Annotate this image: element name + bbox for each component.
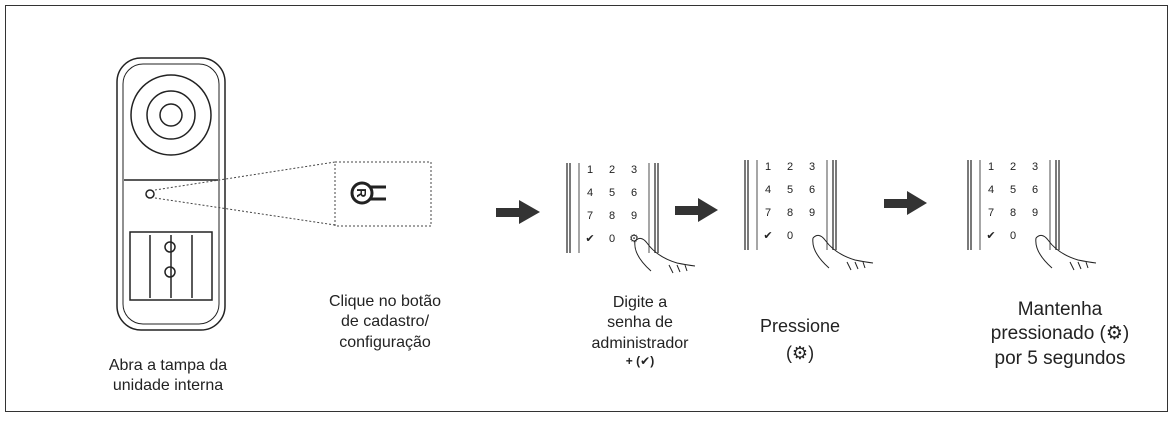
- finger-icon: [812, 234, 874, 271]
- keypad-key: 0: [787, 230, 793, 242]
- keypad-illustration: 1 2 3 4 5 6 7 8 9 ✔ 0 ⚙: [566, 163, 696, 274]
- keypad-key: 8: [787, 207, 793, 219]
- keypad-key: 5: [609, 187, 615, 199]
- keypad-key: 5: [1010, 184, 1016, 196]
- diagram-frame: [5, 5, 1168, 412]
- keypad-key: 3: [631, 164, 637, 176]
- keypad-key: 6: [631, 187, 637, 199]
- keypad-key: 7: [988, 207, 994, 219]
- keypad-key: 5: [787, 184, 793, 196]
- keypad-key: 6: [1032, 184, 1038, 196]
- keypad-key: 9: [809, 207, 815, 219]
- keypad-key: ✔: [986, 230, 995, 242]
- keypad-key: 8: [1010, 207, 1016, 219]
- arrow-icon: [496, 200, 540, 224]
- keypad-key: 3: [809, 161, 815, 173]
- arrow-icon: [884, 191, 927, 215]
- keypad-key: 9: [1032, 207, 1038, 219]
- keypad-key: ⚙: [629, 233, 639, 245]
- keypad-key: 3: [1032, 161, 1038, 173]
- keypad-key: ✔: [763, 230, 772, 242]
- keypad-key: 1: [988, 161, 994, 173]
- battery-compartment: [129, 231, 213, 301]
- setup-button-zoomed: [350, 181, 386, 205]
- keypad-key: 7: [765, 207, 771, 219]
- lock-interior-unit: [116, 57, 226, 331]
- keypad-key: ✔: [585, 233, 594, 245]
- setup-button-letter: R: [354, 188, 369, 198]
- keypad-key: 2: [787, 161, 793, 173]
- finger-icon: [634, 237, 696, 274]
- keypad-key: 1: [765, 161, 771, 173]
- zoom-callout: [154, 161, 432, 227]
- keypad-illustration: 1 2 3 4 5 6 7 8 9 ✔ 0: [967, 160, 1097, 271]
- keypad-key: 6: [809, 184, 815, 196]
- keypad-key: 4: [988, 184, 994, 196]
- keypad-key: 2: [1010, 161, 1016, 173]
- setup-button-small: [145, 189, 155, 199]
- keypad-key: 7: [587, 210, 593, 222]
- keypad-key: 4: [765, 184, 771, 196]
- finger-icon: [1035, 234, 1097, 271]
- keypad-key: 4: [587, 187, 593, 199]
- keypad-key: 0: [1010, 230, 1016, 242]
- keypad-key: 0: [609, 233, 615, 245]
- keypad-key: 9: [631, 210, 637, 222]
- step-4-caption: Pressione(⚙): [759, 316, 841, 364]
- keypad-illustration: 1 2 3 4 5 6 7 8 9 ✔ 0: [744, 160, 874, 271]
- keypad-key: 2: [609, 164, 615, 176]
- keypad-key: 1: [587, 164, 593, 176]
- keypad-key: 8: [609, 210, 615, 222]
- arrow-icon: [675, 198, 718, 222]
